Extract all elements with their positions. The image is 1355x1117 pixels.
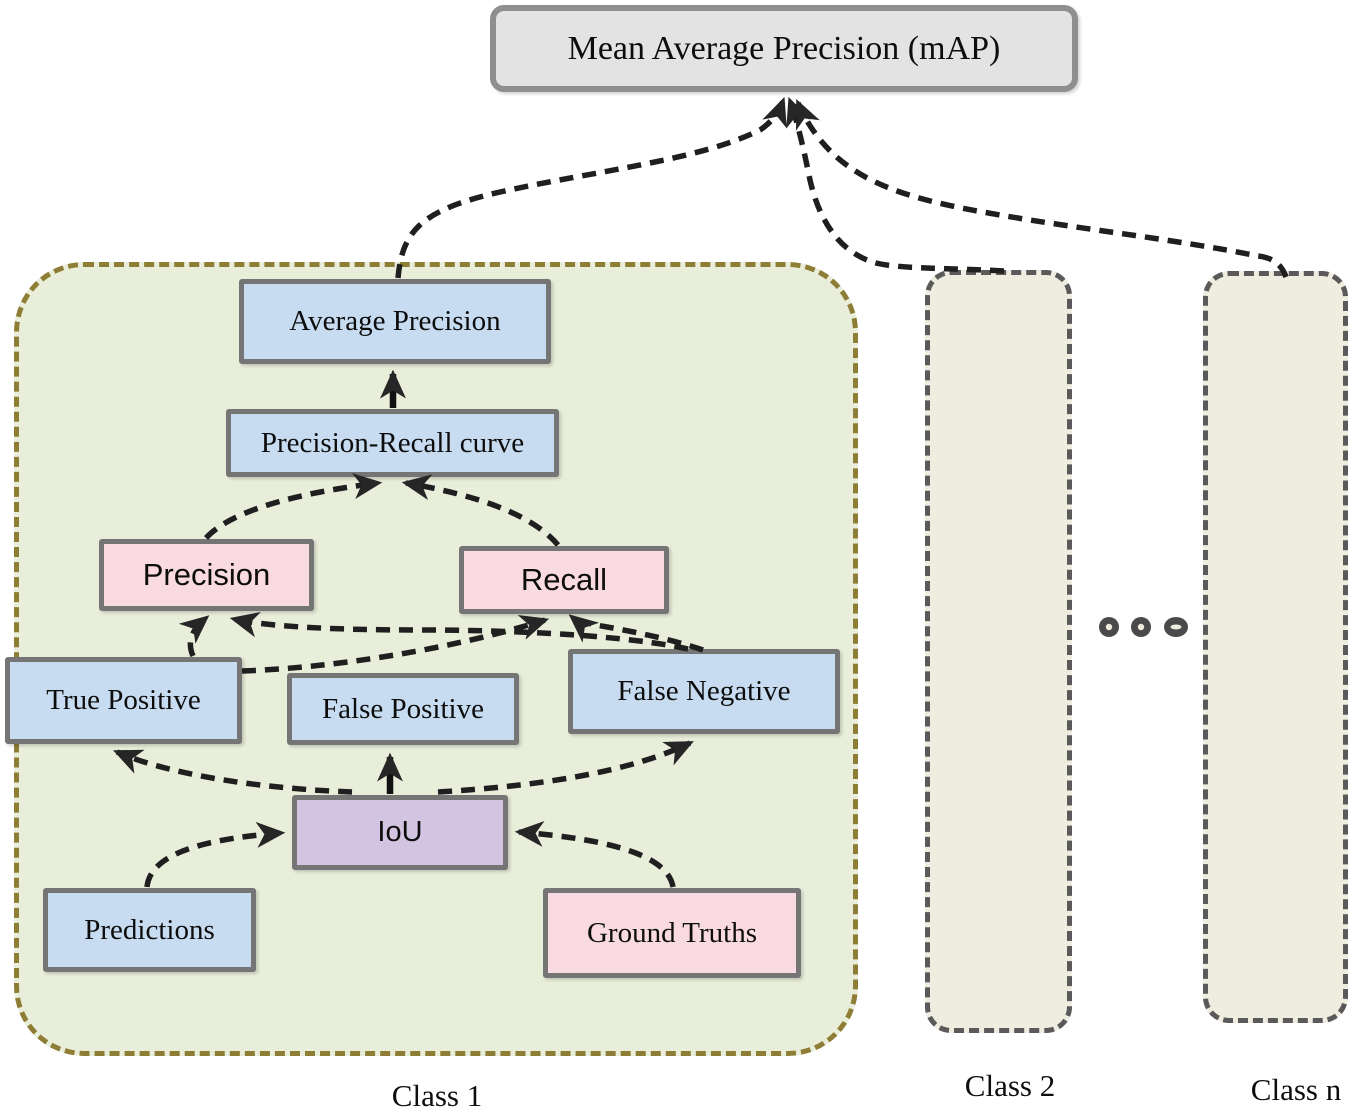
node-precision: Precision <box>99 539 314 611</box>
node-precision-recall-curve: Precision-Recall curve <box>226 409 559 477</box>
iou-label: IoU <box>377 816 423 848</box>
class-n-container <box>1203 271 1348 1023</box>
arrow-class2-to-map <box>786 96 1005 274</box>
map-title-box: Mean Average Precision (mAP) <box>490 5 1078 92</box>
average-precision-label: Average Precision <box>289 305 501 337</box>
predictions-label: Predictions <box>84 913 215 946</box>
true-positive-label: True Positive <box>46 684 201 716</box>
precision-recall-curve-label: Precision-Recall curve <box>260 426 525 459</box>
class2-label: Class 2 <box>964 1068 1056 1103</box>
ground-truths-label: Ground Truths <box>586 916 758 949</box>
false-negative-label: False Negative <box>617 675 791 707</box>
map-title-label: Mean Average Precision (mAP) <box>567 29 1001 67</box>
node-false-negative: False Negative <box>568 649 840 734</box>
ellipsis-dots-icon <box>1099 617 1188 637</box>
node-false-positive: False Positive <box>287 673 519 745</box>
node-recall: Recall <box>459 546 669 614</box>
class-n-label: Class n <box>1250 1072 1342 1107</box>
arrow-average-precision-to-map <box>395 96 787 279</box>
arrow-class-n-to-map <box>795 99 1289 279</box>
node-true-positive: True Positive <box>5 657 242 744</box>
node-predictions: Predictions <box>43 888 256 972</box>
recall-label: Recall <box>520 562 608 597</box>
precision-label: Precision <box>142 557 271 592</box>
node-ground-truths: Ground Truths <box>543 888 801 978</box>
false-positive-label: False Positive <box>322 692 484 725</box>
class1-label: Class 1 <box>391 1078 483 1113</box>
node-average-precision: Average Precision <box>239 279 551 364</box>
class2-container <box>925 270 1072 1033</box>
node-iou: IoU <box>292 795 508 870</box>
